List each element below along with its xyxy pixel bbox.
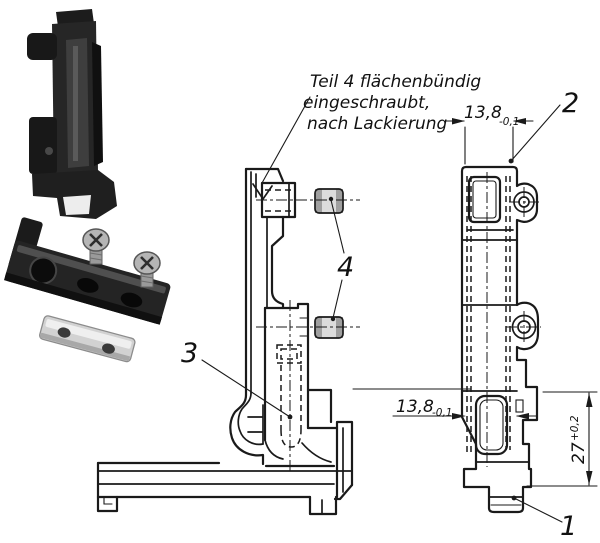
screw-boss-bottom (506, 311, 541, 343)
grub-screw-top (314, 188, 344, 214)
note-line-1: Teil 4 flächenbündig (310, 72, 481, 92)
dim-top-value: 13,8 (464, 103, 502, 123)
leader-dot-3 (287, 414, 293, 420)
leader-dot-4b (330, 316, 336, 322)
photo-part-bracket (27, 9, 117, 219)
dim-height-value: 27 (569, 442, 589, 464)
part-label-4: 4 (328, 196, 354, 322)
dim-height-tolerance: +0,2 (569, 415, 581, 441)
leader-dot-4a (328, 196, 334, 202)
part-2-label: 2 (562, 88, 579, 119)
photo-part-rail (4, 217, 171, 325)
dim-bottom-tolerance: -0,1 (432, 407, 453, 419)
note-annotation: Teil 4 flächenbündig eingeschraubt, nach… (261, 72, 481, 184)
leader-dot-1 (511, 495, 517, 501)
photo-part-alu-bar (39, 315, 136, 363)
part-1-label: 1 (560, 511, 577, 542)
part-label-3: 3 (181, 338, 293, 420)
photo-exploded-view (4, 9, 171, 363)
dim-top-tolerance: -0,1 (499, 116, 520, 128)
screw-boss-top (509, 187, 539, 217)
note-line-3: nach Lackierung (307, 114, 448, 134)
leader-dot-2 (508, 158, 514, 164)
part-label-1: 1 (511, 495, 577, 542)
part-4-label: 4 (337, 252, 354, 283)
photo-screw-1 (82, 228, 110, 265)
side-section-view (96, 167, 360, 516)
dimension-height: 27 +0,2 (526, 391, 598, 487)
part-label-2: 2 (508, 88, 579, 164)
front-view (460, 165, 541, 514)
photo-screw-2 (133, 251, 161, 288)
dimension-top-width: 13,8 -0,1 (445, 103, 534, 165)
note-line-2: eingeschraubt, (303, 93, 430, 113)
note-leader-line (261, 96, 311, 184)
part-3-label: 3 (181, 338, 198, 369)
dimension-bottom-width: 13,8 -0,1 (352, 388, 537, 420)
dim-bottom-value: 13,8 (396, 397, 434, 417)
rail-section (96, 420, 354, 516)
